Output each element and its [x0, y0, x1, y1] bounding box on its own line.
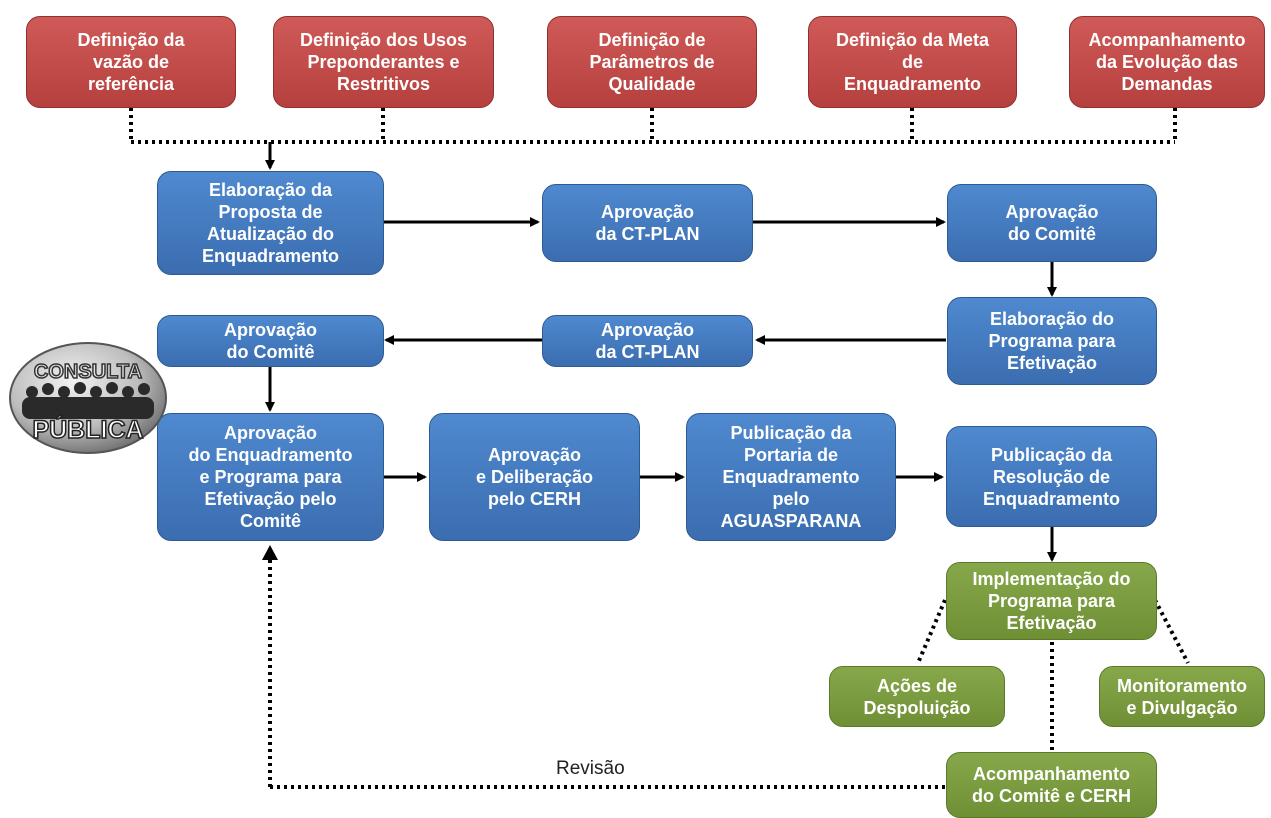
aprovacao-comite-box-2: Aprovação do Comitê	[157, 315, 384, 367]
monitoramento-divulgacao-box: Monitoramento e Divulgação	[1099, 666, 1265, 727]
consulta-text: CONSULTA	[34, 361, 142, 383]
aprovacao-cerh-box: Aprovação e Deliberação pelo CERH	[429, 413, 640, 541]
acompanhamento-comite-cerh-box: Acompanhamento do Comitê e CERH	[946, 752, 1157, 818]
aprovacao-ctplan-box-1: Aprovação da CT-PLAN	[542, 184, 753, 262]
elaboracao-proposta-box: Elaboração da Proposta de Atualização do…	[157, 171, 384, 275]
publicacao-portaria-box: Publicação da Portaria de Enquadramento …	[686, 413, 896, 541]
definicao-vazao-box: Definição da vazão de referência	[26, 16, 236, 108]
acoes-despoluicao-box: Ações de Despoluição	[829, 666, 1005, 727]
aprovacao-comite-box-1: Aprovação do Comitê	[947, 184, 1157, 262]
publica-text: PÚBLICA	[32, 414, 143, 444]
acompanhamento-demandas-box: Acompanhamento da Evolução das Demandas	[1069, 16, 1265, 108]
aprovacao-enquadramento-box: Aprovação do Enquadramento e Programa pa…	[157, 413, 384, 541]
consulta-publica-badge: CONSULTA PÚBLICA	[9, 342, 167, 454]
definicao-meta-box: Definição da Meta de Enquadramento	[808, 16, 1017, 108]
publicacao-resolucao-box: Publicação da Resolução de Enquadramento	[946, 426, 1157, 527]
revisao-label: Revisão	[556, 758, 625, 779]
crowd-icon	[22, 382, 154, 419]
aprovacao-ctplan-box-2: Aprovação da CT-PLAN	[542, 315, 753, 367]
elaboracao-programa-box: Elaboração do Programa para Efetivação	[947, 297, 1157, 385]
definicao-usos-box: Definição dos Usos Preponderantes e Rest…	[273, 16, 494, 108]
definicao-parametros-box: Definição de Parâmetros de Qualidade	[547, 16, 757, 108]
implementacao-programa-box: Implementação do Programa para Efetivaçã…	[946, 562, 1157, 640]
